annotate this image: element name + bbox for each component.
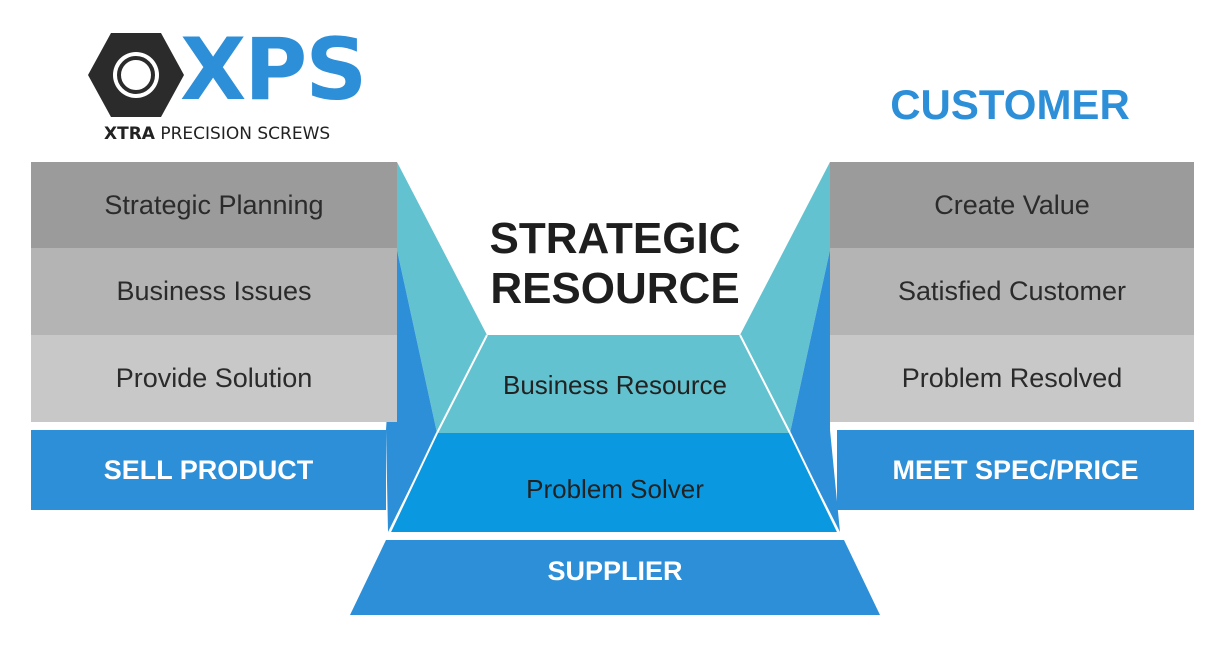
right-item-label: Satisfied Customer — [897, 276, 1127, 306]
left-item-strategic-planning: Strategic Planning — [31, 162, 397, 248]
sell-product-label: SELL PRODUCT — [103, 454, 314, 485]
left-wall-upper — [397, 162, 487, 433]
meet-spec-price-bar: MEET SPEC/PRICE — [837, 430, 1194, 510]
meet-spec-price-label: MEET SPEC/PRICE — [892, 454, 1139, 485]
right-item-label: Create Value — [934, 189, 1090, 220]
hex-nut-icon — [88, 33, 184, 117]
right-wall-upper — [740, 162, 830, 433]
right-wall-lower — [790, 250, 840, 532]
supplier-label: SUPPLIER — [547, 556, 683, 586]
business-resource-level — [437, 335, 790, 433]
strategic-resource-title: STRATEGIC RESOURCE — [470, 214, 760, 314]
right-item-problem-resolved: Problem Resolved — [830, 335, 1194, 422]
right-item-satisfied-customer: Satisfied Customer — [830, 248, 1194, 335]
business-resource-label: Business Resource — [503, 370, 727, 400]
right-item-label: Problem Resolved — [901, 363, 1123, 393]
problem-solver-label: Problem Solver — [526, 474, 704, 504]
left-item-label: Business Issues — [116, 276, 312, 306]
left-wall-lower — [386, 250, 437, 532]
supplier-base — [350, 540, 880, 615]
sell-product-bar: SELL PRODUCT — [31, 430, 386, 510]
left-item-business-issues: Business Issues — [31, 248, 397, 335]
tagline-rest: PRECISION SCREWS — [154, 124, 331, 144]
title-line-2: RESOURCE — [490, 264, 740, 313]
left-item-label: Provide Solution — [115, 363, 313, 393]
logo-wordmark: XPS — [180, 20, 367, 120]
logo-tagline: XTRA PRECISION SCREWS — [104, 124, 349, 144]
title-line-1: STRATEGIC — [489, 214, 741, 263]
left-item-label: Strategic Planning — [104, 189, 324, 220]
tagline-bold: XTRA — [104, 124, 155, 144]
customer-heading: CUSTOMER — [890, 81, 1130, 128]
problem-solver-level — [390, 433, 838, 532]
right-item-create-value: Create Value — [830, 162, 1194, 248]
left-item-provide-solution: Provide Solution — [31, 335, 397, 422]
